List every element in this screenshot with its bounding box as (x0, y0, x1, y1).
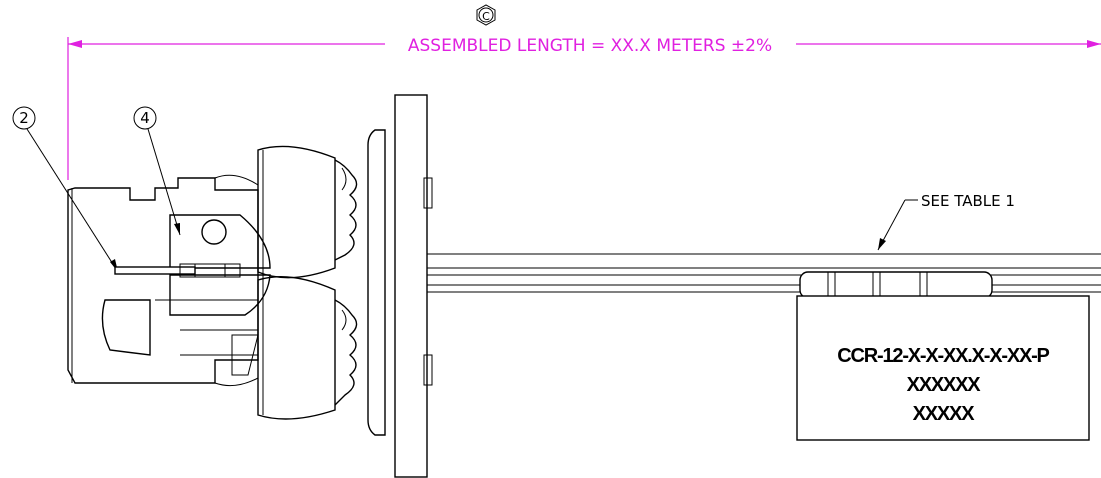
balloon-item-2: 2 (12, 106, 119, 273)
tag-part-number: CCR-12-X-X-XX.X-X-XX-P (837, 345, 1049, 367)
svg-text:C: C (482, 10, 490, 23)
svg-text:4: 4 (140, 109, 150, 127)
cable-clip (799, 271, 993, 299)
cable-leads (427, 253, 1101, 293)
see-table-callout: SEE TABLE 1 (877, 192, 1015, 251)
connector-body (67, 174, 271, 387)
assembled-length-dimension: ASSEMBLED LENGTH = XX.X METERS ±2% (67, 36, 1101, 180)
dimension-arrow-left-icon (68, 40, 82, 48)
assembled-length-label: ASSEMBLED LENGTH = XX.X METERS ±2% (408, 36, 772, 56)
revision-symbol: C (476, 4, 496, 26)
hex-nut (257, 145, 336, 420)
dimension-arrow-right-icon (1087, 40, 1101, 48)
tag-line-2: XXXXXX (907, 374, 982, 396)
svg-text:2: 2 (19, 109, 29, 127)
identification-tag: CCR-12-X-X-XX.X-X-XX-P XXXXXX XXXXX (796, 295, 1090, 441)
gasket (367, 129, 386, 436)
callout-arrow-icon (878, 238, 886, 250)
see-table-label: SEE TABLE 1 (921, 192, 1015, 210)
balloon-item-4: 4 (133, 106, 181, 236)
flange (394, 94, 433, 478)
tag-line-3: XXXXX (913, 403, 976, 425)
threaded-section (334, 159, 358, 406)
